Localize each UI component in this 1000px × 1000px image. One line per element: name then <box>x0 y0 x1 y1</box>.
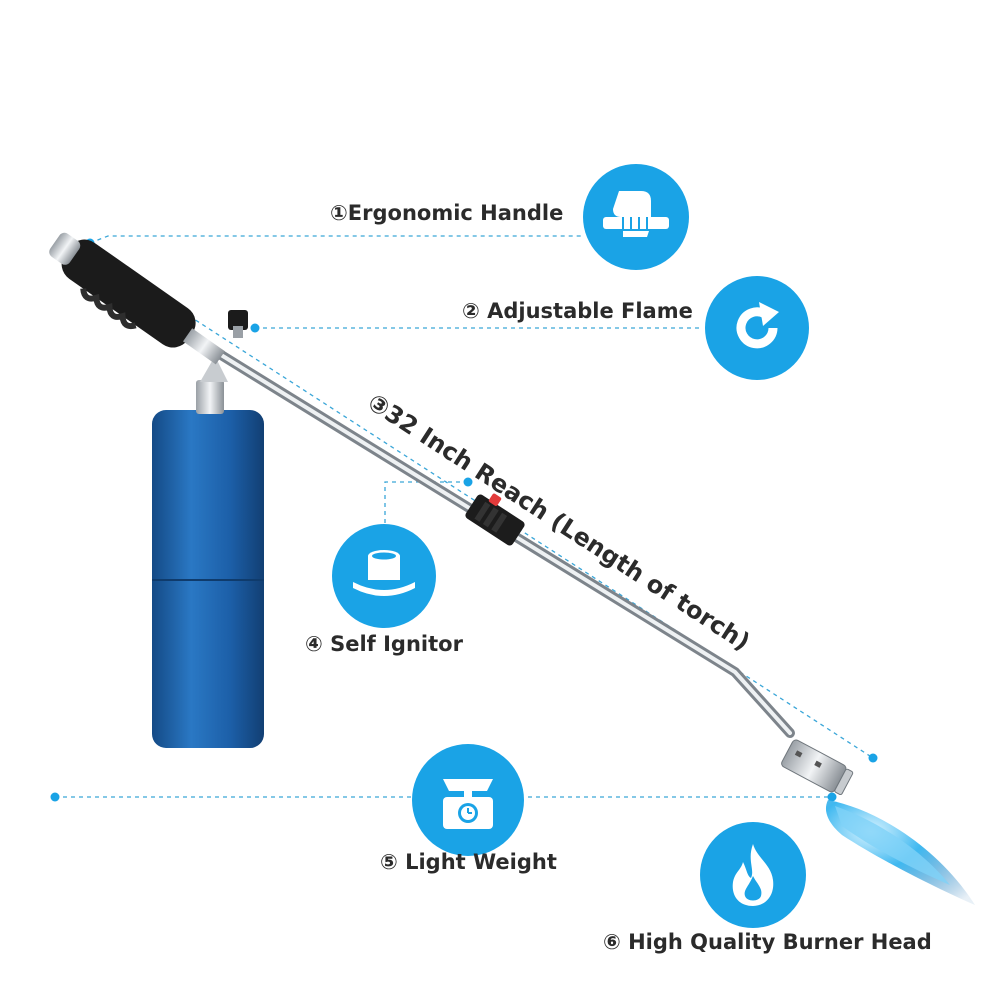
flame-icon <box>732 844 774 906</box>
igniter-block <box>465 493 525 546</box>
torch-wand <box>200 340 795 738</box>
flame-adjust-knob <box>228 310 248 338</box>
feature-label-adjustable-flame: ② Adjustable Flame <box>462 299 693 323</box>
ergonomic-handle-shape <box>49 232 225 365</box>
light-weight-badge <box>412 744 524 856</box>
feature-label-ergonomic-handle: ①Ergonomic Handle <box>330 201 564 225</box>
ignitor-icon <box>353 550 415 596</box>
leader-line-handle <box>89 235 583 244</box>
ergonomic-handle-badge <box>583 164 689 270</box>
hand-grip-icon <box>603 191 669 237</box>
leader-line-ignitor <box>384 481 468 595</box>
self-ignitor-badge <box>332 524 436 628</box>
feature-label-burner-head: ⑥ High Quality Burner Head <box>603 930 932 954</box>
burner-head <box>781 739 854 796</box>
feature-label-light-weight: ⑤ Light Weight <box>380 850 557 874</box>
refresh-icon <box>736 302 779 349</box>
feature-label-self-ignitor: ④ Self Ignitor <box>305 632 463 656</box>
scale-icon <box>443 779 493 829</box>
adjustable-flame-badge <box>705 276 809 380</box>
burner-head-badge <box>700 822 806 928</box>
gas-canister <box>152 356 264 748</box>
